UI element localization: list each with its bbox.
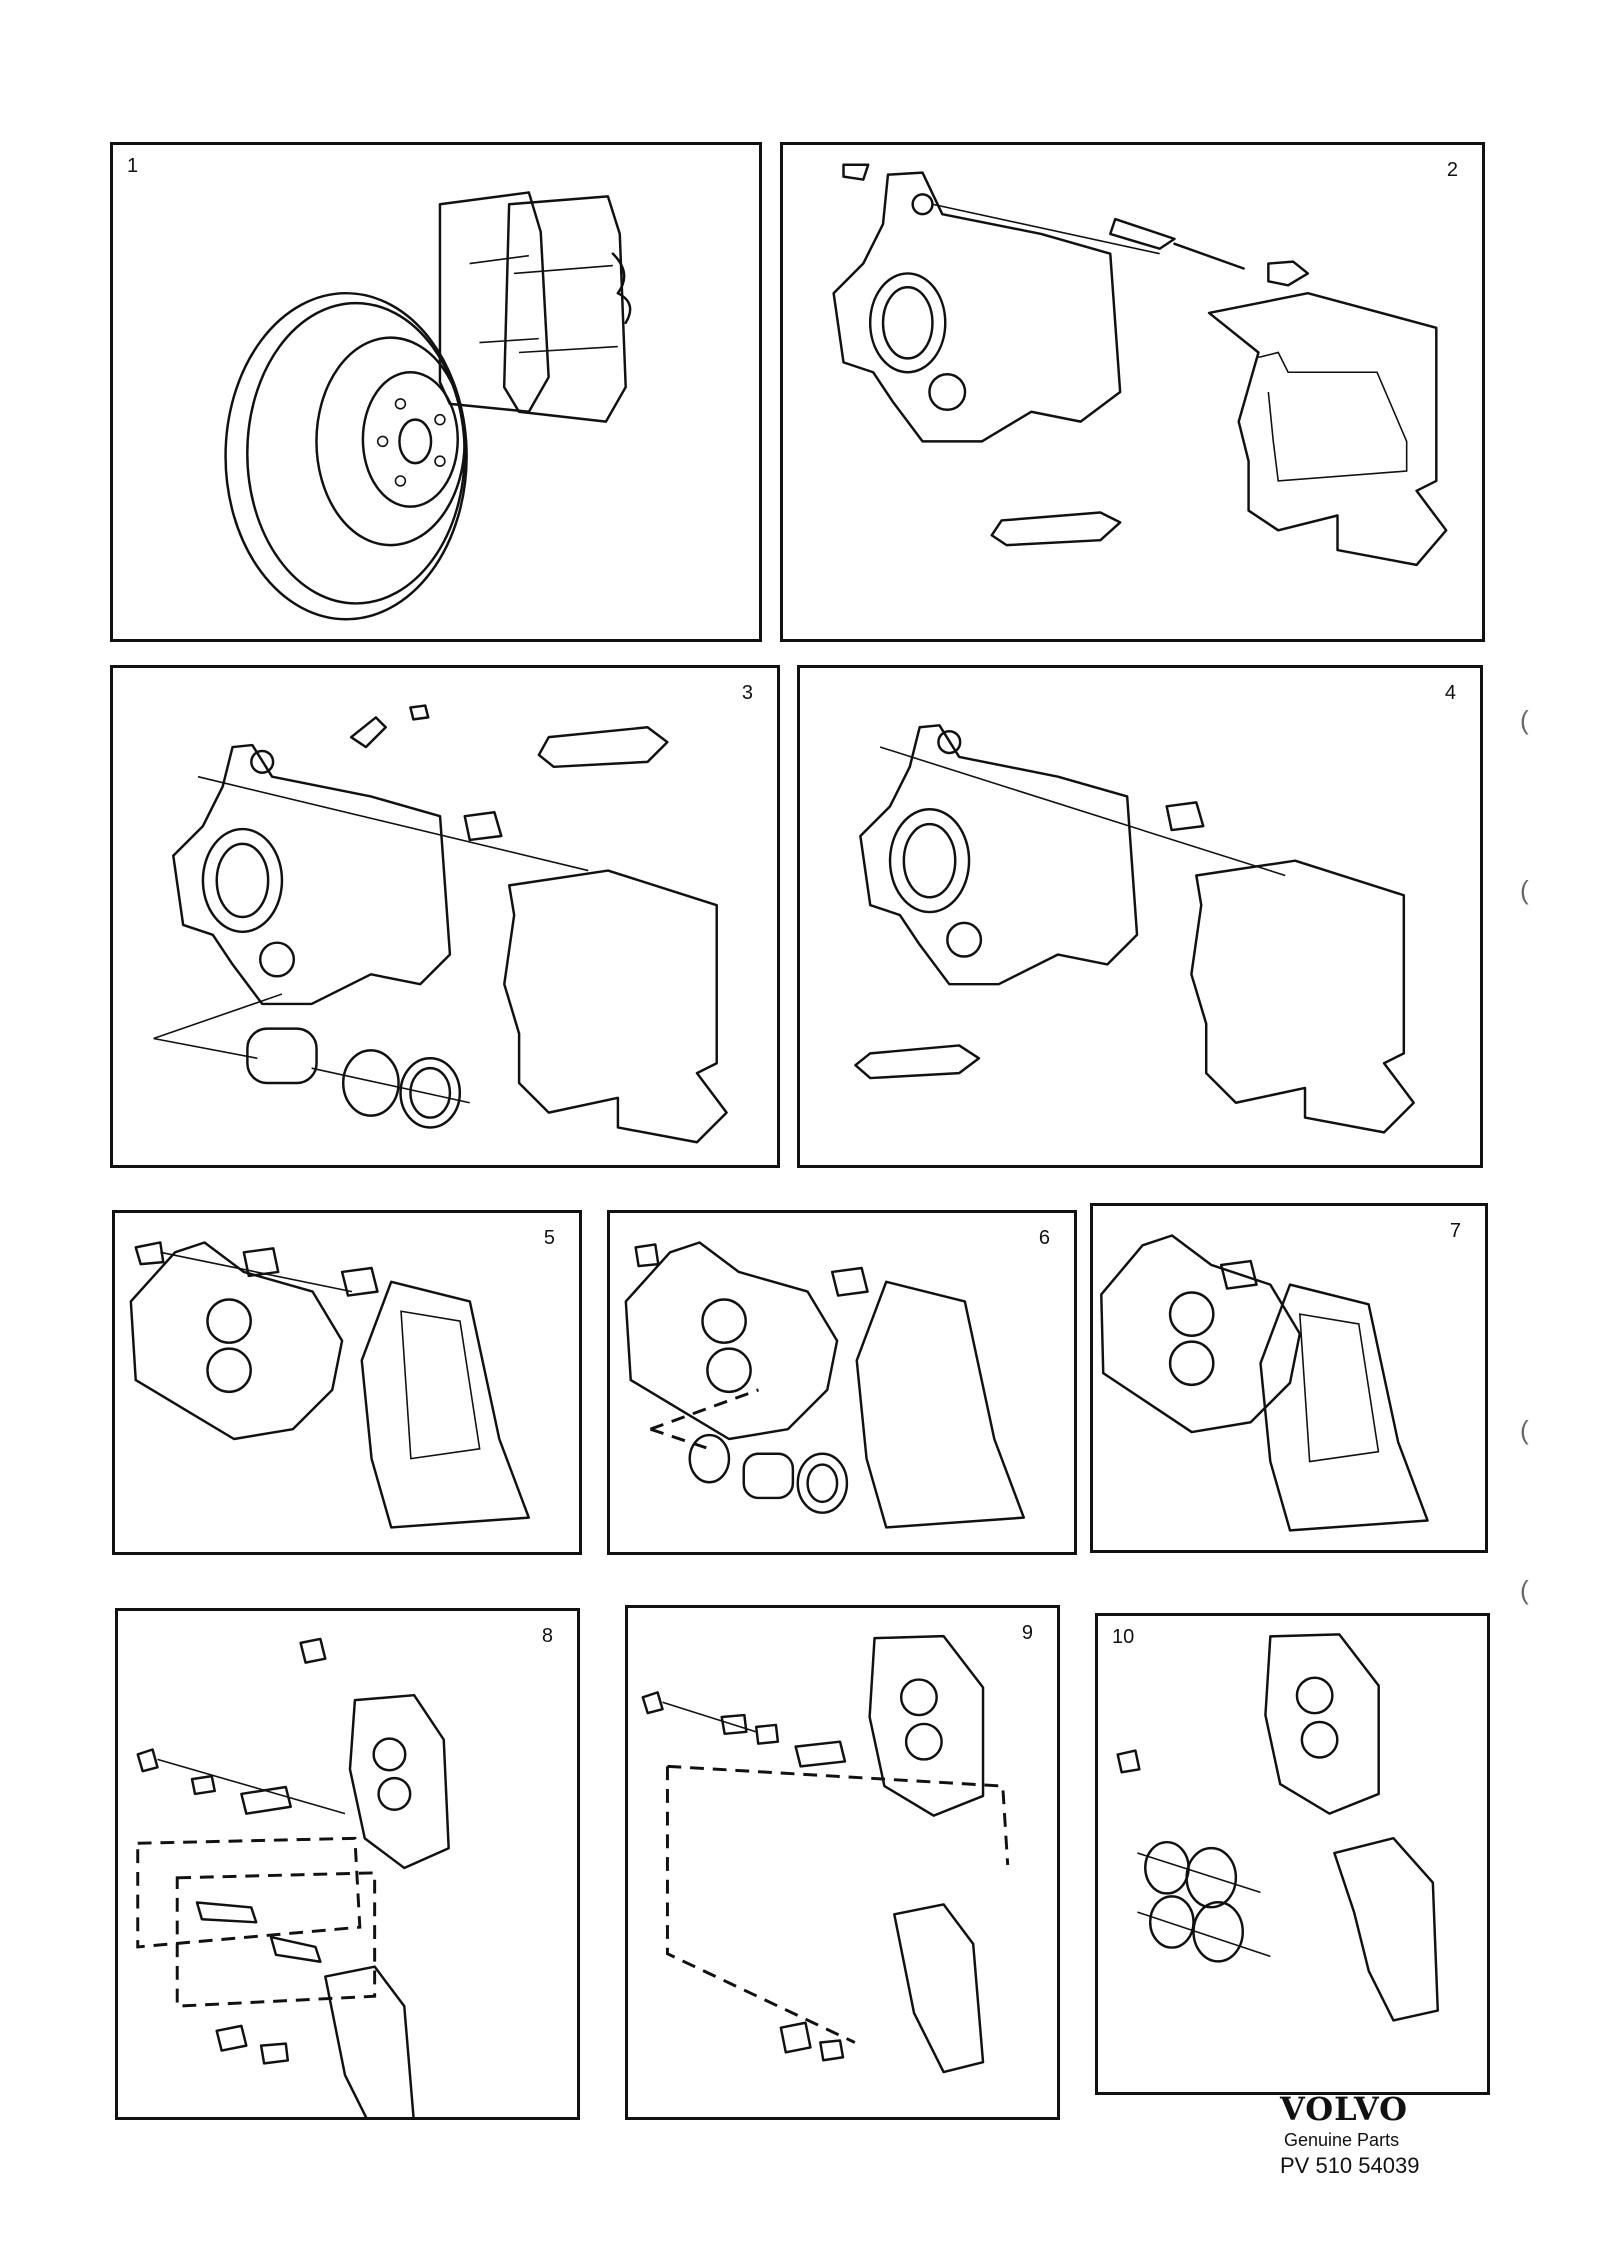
caliper-assembly-drawing xyxy=(832,163,1448,567)
panel-number: 9 xyxy=(1021,1622,1033,1644)
volvo-logo: VOLVO xyxy=(1280,2090,1408,2128)
panel-number: 5 xyxy=(543,1227,555,1249)
margin-mark: ( xyxy=(1520,875,1529,905)
caliper-seal-kit-drawing xyxy=(1116,1633,1439,2022)
panel-number: 2 xyxy=(1446,159,1458,181)
panel-1: 1 xyxy=(110,142,762,642)
twin-piston-caliper-drawing xyxy=(129,1241,531,1529)
caliper-with-piston-seals-drawing xyxy=(153,704,728,1144)
panel-8: 8 xyxy=(115,1608,580,2120)
panel-number: 3 xyxy=(741,682,753,704)
margin-mark: ( xyxy=(1520,705,1529,735)
panel-6: 6 xyxy=(607,1210,1077,1555)
genuine-parts-label: Genuine Parts xyxy=(1284,2130,1400,2150)
panel-2: 2 xyxy=(780,142,1485,642)
caliper-guide-pins-kit-drawing xyxy=(136,1637,450,2117)
brake-disc-and-pads-drawing xyxy=(224,191,632,621)
panel-number: 1 xyxy=(127,155,139,177)
panel-3: 3 xyxy=(110,665,780,1168)
margin-mark: ( xyxy=(1520,1415,1529,1445)
brand-block: VOLVO Genuine Parts PV 510 54039 xyxy=(1280,2090,1419,2179)
panel-number: 6 xyxy=(1038,1227,1050,1249)
panel-number: 8 xyxy=(541,1625,553,1647)
panel-number: 7 xyxy=(1449,1220,1461,1242)
panel-4: 4 xyxy=(797,665,1483,1168)
panel-7: 7 xyxy=(1090,1203,1488,1553)
panel-number: 4 xyxy=(1444,682,1456,704)
caliper-assembly-drawing xyxy=(854,724,1415,1134)
twin-piston-caliper-with-seals-drawing xyxy=(624,1241,1026,1529)
panel-number: 10 xyxy=(1112,1626,1135,1648)
panel-5: 5 xyxy=(112,1210,582,1555)
twin-piston-caliper-drawing xyxy=(1100,1234,1429,1532)
panel-10: 10 xyxy=(1095,1613,1490,2095)
part-number: PV 510 54039 xyxy=(1280,2153,1420,2178)
caliper-guide-pins-kit-drawing xyxy=(641,1634,1010,2074)
panel-9: 9 xyxy=(625,1605,1060,2120)
margin-mark: ( xyxy=(1520,1575,1529,1605)
